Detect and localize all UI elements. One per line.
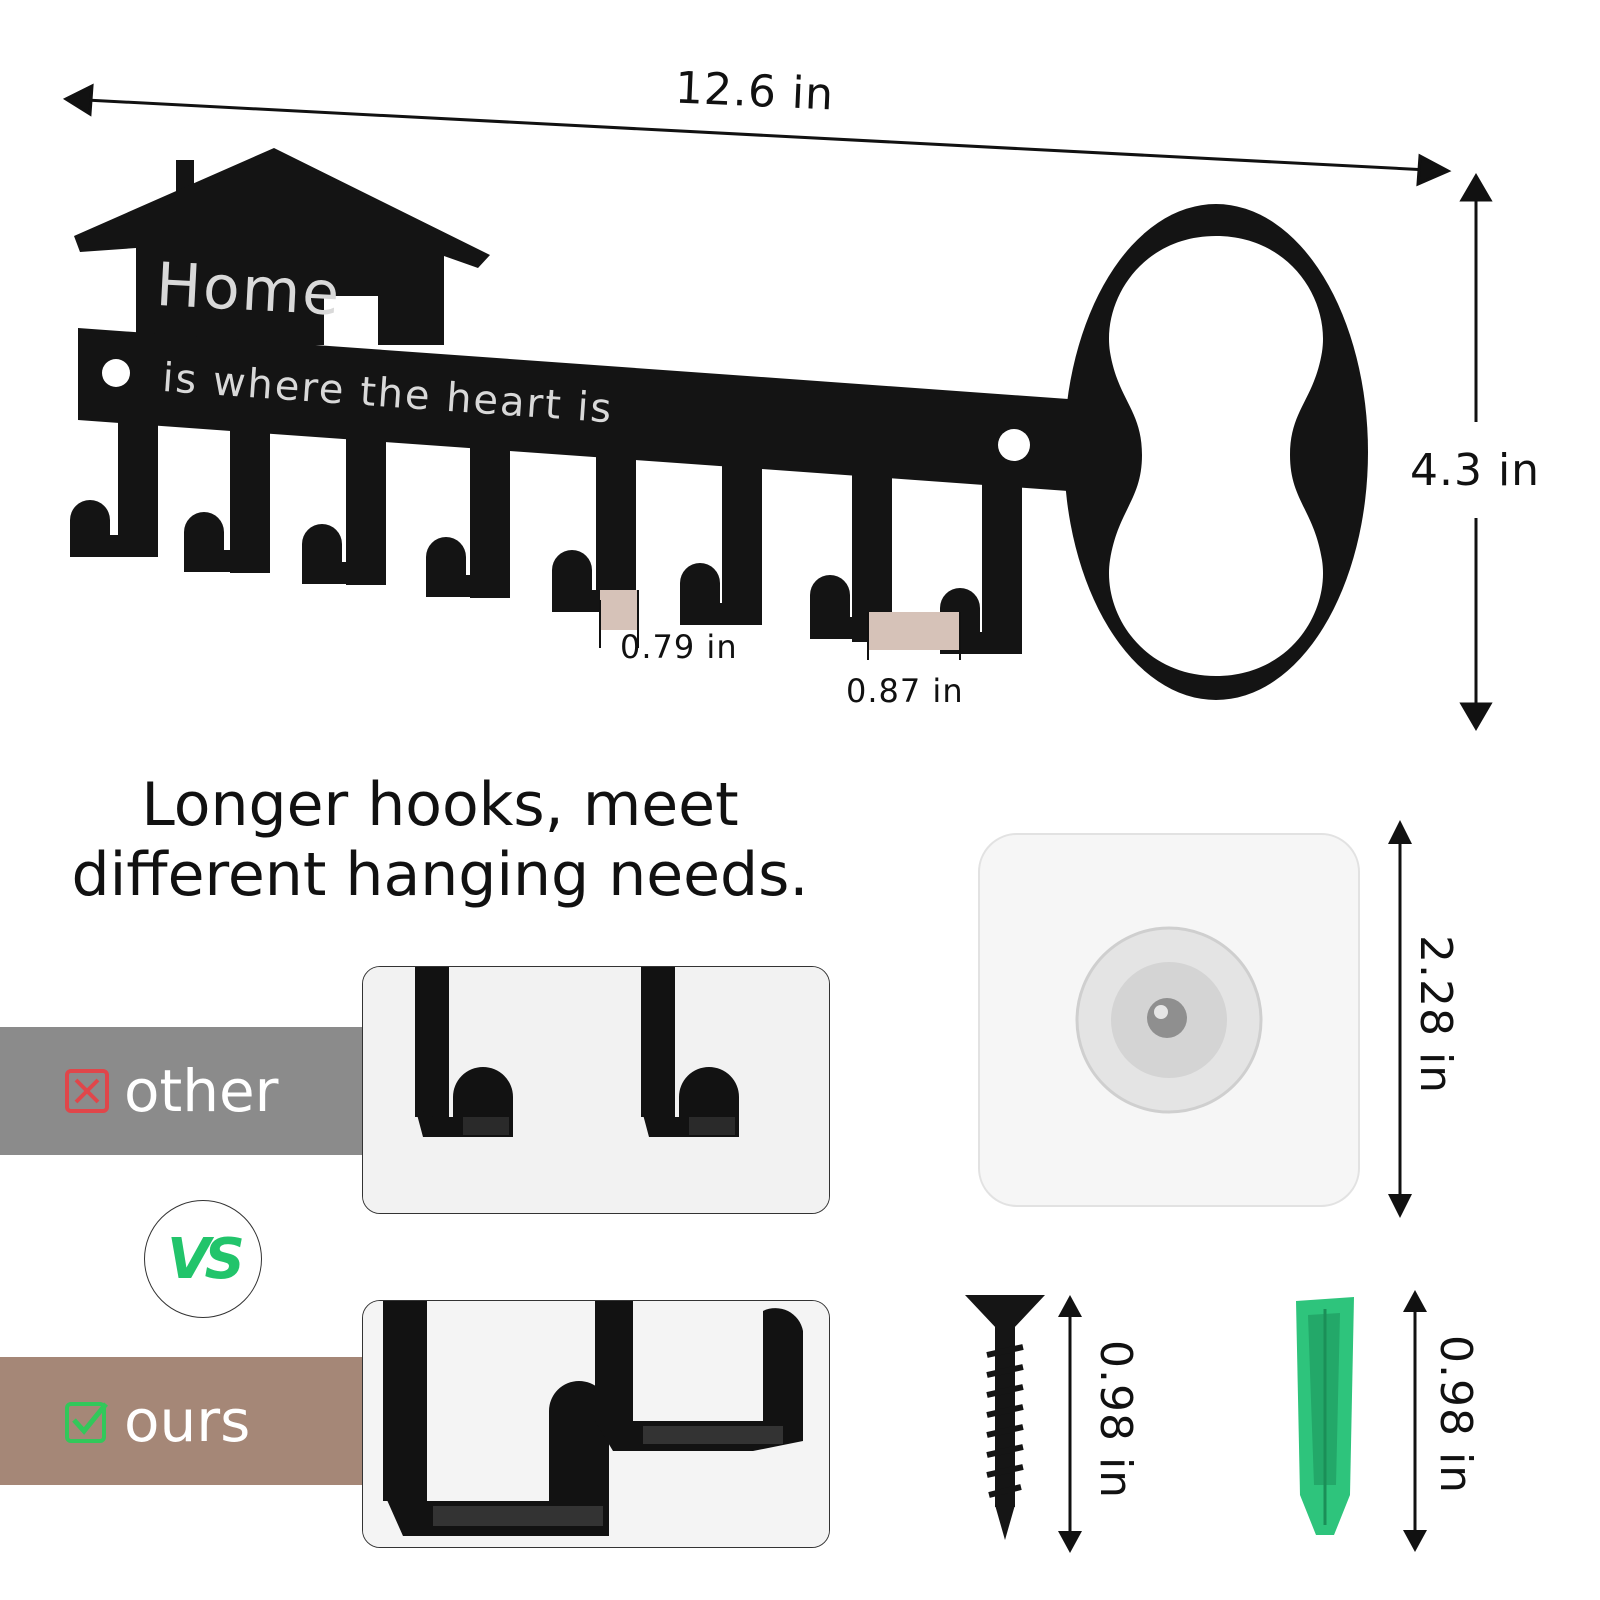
rack-word-home: Home	[154, 250, 343, 330]
width-dimension-arrow	[62, 83, 1452, 187]
hook-depth-highlight	[600, 590, 638, 630]
mount-hole-left	[102, 359, 130, 387]
other-band: other	[0, 1027, 362, 1155]
other-hooks-photo	[362, 966, 830, 1214]
long-hooks-image	[363, 1301, 829, 1547]
hook-spacing-label: 0.87 in	[846, 672, 964, 710]
pad-height-arrow	[1388, 820, 1412, 1218]
pad-screw-head	[1147, 998, 1187, 1038]
screw-icon	[965, 1295, 1045, 1540]
headline: Longer hooks, meet different hanging nee…	[40, 770, 840, 910]
wall-anchor-icon	[1296, 1297, 1354, 1535]
hook	[680, 450, 762, 625]
ours-label: ours	[124, 1387, 251, 1455]
screw-length-label: 0.98 in	[1090, 1340, 1141, 1500]
short-hooks-image	[363, 967, 829, 1213]
hook-depth-label: 0.79 in	[620, 628, 738, 666]
other-label: other	[124, 1057, 279, 1125]
ours-band: ours	[0, 1357, 362, 1485]
hook-spacing-highlight	[868, 612, 960, 650]
hook	[426, 430, 510, 598]
vs-badge: VS	[144, 1200, 262, 1318]
pad-height-label: 2.28 in	[1410, 935, 1461, 1095]
hook-row	[70, 400, 1022, 654]
anchor-length-label: 0.98 in	[1430, 1335, 1481, 1495]
house-window	[324, 296, 378, 346]
mount-hole-right	[998, 429, 1030, 461]
hook	[70, 400, 158, 557]
key-bow	[1064, 204, 1368, 700]
vs-label: VS	[167, 1226, 245, 1292]
key-rack-illustration	[62, 83, 1493, 731]
hook	[184, 410, 270, 573]
hook	[302, 420, 386, 585]
check-box-icon	[65, 1402, 108, 1443]
ours-hooks-photo	[362, 1300, 830, 1548]
headline-line-1: Longer hooks, meet	[141, 770, 739, 840]
house-shape	[74, 148, 490, 345]
headline-line-2: different hanging needs.	[71, 840, 809, 910]
screw-length-arrow	[1058, 1295, 1082, 1553]
total-height-label: 4.3 in	[1410, 445, 1541, 496]
height-dimension-arrow	[1459, 173, 1493, 731]
adhesive-pad	[978, 833, 1360, 1207]
cross-box-icon	[65, 1069, 109, 1113]
hook	[552, 440, 636, 612]
total-length-label: 12.6 in	[673, 62, 836, 121]
anchor-length-arrow	[1403, 1290, 1427, 1552]
key-shaft	[78, 328, 1110, 494]
